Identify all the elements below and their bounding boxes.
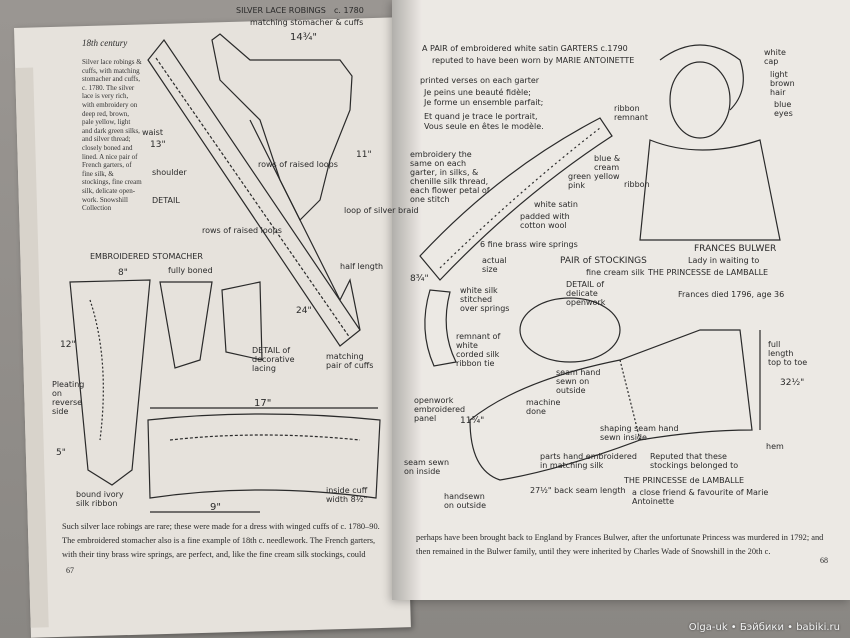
sitter-role: Lady in waiting to <box>688 256 760 265</box>
verse-intro: printed verses on each garter <box>420 76 540 85</box>
stomacher-back <box>159 281 213 369</box>
garters-title: A PAIR of embroidered white satin GARTER… <box>422 44 628 53</box>
white-cap: white cap <box>764 48 786 66</box>
cuff-pattern <box>169 434 361 441</box>
back-seam: 27½" back seam length <box>530 486 626 495</box>
right-body-text: perhaps have been brought back to Englan… <box>416 533 824 556</box>
portrait-head <box>669 61 731 139</box>
label-detail-lacing: DETAIL of decorative lacing <box>252 346 295 373</box>
ribbon-label: ribbon <box>624 180 650 189</box>
cuffs <box>147 413 381 499</box>
stockings-title: PAIR of STOCKINGS <box>560 256 647 266</box>
actual-size: actual size <box>482 256 507 274</box>
label-bound-silk: bound ivory silk ribbon <box>76 490 124 508</box>
embroidery-note: embroidery the same on each garter, in s… <box>410 150 490 204</box>
label-dim-9: 9" <box>210 502 221 513</box>
sitter-lady: THE PRINCESSE de LAMBALLE <box>648 268 769 277</box>
label-shoulder: shoulder <box>152 168 187 177</box>
page-header: 18th century <box>82 38 128 48</box>
blue-cream: blue & cream yellow <box>594 154 621 181</box>
label-dim-14: 14¾" <box>290 32 318 43</box>
label-inside-cuff: inside cuff width 8½" <box>326 486 368 504</box>
label-dim-8: 8" <box>118 268 128 278</box>
watermark: Olga-uk • Бэйбики • babiki.ru <box>688 622 840 633</box>
garters-sub: reputed to have been worn by MARIE ANTOI… <box>432 56 635 65</box>
left-body-text: Such silver lace robings are rare; these… <box>62 522 380 559</box>
verse-3: Et quand je trace le portrait, <box>424 112 538 121</box>
handsewn-outside: handsewn on outside <box>444 492 486 510</box>
hem-label: hem <box>766 442 784 451</box>
reputed-note: Reputed that these stockings belonged to <box>650 452 739 470</box>
stocking-seam <box>619 359 641 441</box>
garter-upper <box>419 117 613 281</box>
sewn-inside: seam sewn on inside <box>404 458 450 476</box>
sidebar-caption: Silver lace robings & cuffs, with matchi… <box>82 58 142 213</box>
portrait-hair <box>659 44 744 111</box>
right-page <box>392 0 850 600</box>
label-half-length: half length <box>340 262 384 271</box>
gutter-shadow <box>392 0 422 600</box>
white-silk-note: white silk stitched over springs <box>460 286 510 313</box>
light-hair: light brown hair <box>770 70 795 97</box>
ribbon-remnant: ribbon remnant <box>614 104 649 122</box>
lacing-detail <box>221 281 263 361</box>
green-pink: green pink <box>568 172 592 190</box>
openwork-panel: openwork embroidered panel <box>414 396 466 423</box>
label-detail: DETAIL <box>152 196 180 205</box>
embroidered-stomacher <box>69 279 151 486</box>
full-length: full length top to toe <box>768 340 808 367</box>
label-rows-loops: rows of raised loops <box>258 160 338 169</box>
machine-done: machine done <box>526 398 561 416</box>
stomacher-pattern <box>89 299 104 441</box>
label-waist: waist <box>142 128 163 137</box>
portrait-dress <box>639 139 781 241</box>
parts-hand: parts hand embroidered in matching silk <box>540 452 637 470</box>
left-page-number: 67 <box>66 566 74 575</box>
white-satin: white satin <box>534 200 578 209</box>
stocking <box>469 329 753 481</box>
seam-outside: seam hand sewn on outside <box>556 368 601 395</box>
label-dim-17: 17" <box>254 398 272 409</box>
dim-32: 32½" <box>780 378 805 388</box>
padded-note: padded with cotton wool <box>520 212 570 230</box>
openwork-detail <box>519 297 621 363</box>
sitter-name: FRANCES BULWER <box>694 244 777 254</box>
label-pleating: Pleating on reverse side <box>52 380 85 416</box>
dim-8-3: 8¾" <box>410 274 429 284</box>
label-title-lace: SILVER LACE ROBINGS <box>236 6 326 15</box>
label-dim-13: 13" <box>150 140 166 150</box>
detail-openwork: DETAIL of delicate openwork <box>566 280 606 307</box>
label-dim-11: 11" <box>356 150 372 160</box>
shaping-note: shaping seam hand sewn inside <box>600 424 679 442</box>
label-dim-5: 5" <box>56 448 66 458</box>
label-emb-stomacher: EMBROIDERED STOMACHER <box>90 252 203 261</box>
verse-1: Je peins une beauté fidèle; <box>424 88 531 97</box>
stockings-sub: fine cream silk <box>586 268 645 277</box>
stomacher-top <box>211 33 353 222</box>
label-loop-silver: loop of silver braid <box>344 206 419 215</box>
label-dim-12: 12" <box>60 340 76 350</box>
dim-11-3: 11¾" <box>460 416 485 426</box>
label-dim-24: 24" <box>296 306 312 316</box>
blue-eyes: blue eyes <box>774 100 793 118</box>
garter-lower <box>424 289 457 367</box>
verse-2: Je forme un ensemble parfait; <box>424 98 544 107</box>
label-matching-cuffs: matching pair of cuffs <box>326 352 374 370</box>
reputed-lamballe: THE PRINCESSE de LAMBALLE <box>624 476 745 485</box>
robing-strip-right <box>249 119 361 331</box>
garter-embroidery <box>439 127 601 269</box>
robing-pattern <box>155 57 351 339</box>
label-title-sub: matching stomacher & cuffs <box>250 18 364 27</box>
label-fully-boned: fully boned <box>168 266 213 275</box>
remnant-ribbon: remnant of white corded silk ribbon tie <box>456 332 501 368</box>
sitter-died: Frances died 1796, age 36 <box>678 290 785 299</box>
label-rows-raised: rows of raised loops <box>202 226 282 235</box>
reputed-friend: a close friend & favourite of Marie Anto… <box>632 488 769 506</box>
right-page-number: 68 <box>820 556 828 565</box>
brass-springs: 6 fine brass wire springs <box>480 240 578 249</box>
label-title-date: c. 1780 <box>334 6 364 15</box>
verse-4: Vous seule en êtes le modèle. <box>424 122 544 131</box>
